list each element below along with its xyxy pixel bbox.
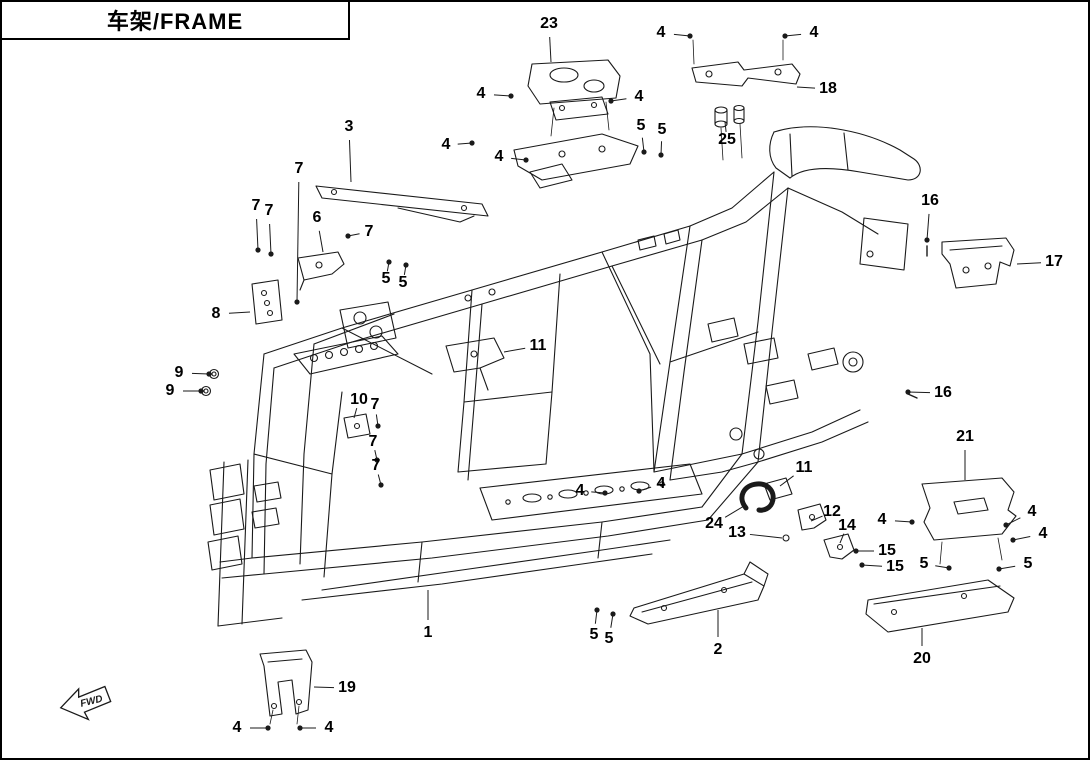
callout-5: 5 <box>1023 555 1033 572</box>
callout-5: 5 <box>919 555 929 572</box>
fwd-label: FWD <box>79 694 104 710</box>
callout-15: 15 <box>878 542 896 559</box>
callout-17: 17 <box>1045 253 1063 270</box>
fwd-arrow-shape <box>59 685 112 721</box>
callout-10: 10 <box>350 391 368 408</box>
callout-9: 9 <box>174 364 184 381</box>
callout-7: 7 <box>294 160 304 177</box>
callout-24: 24 <box>705 515 723 532</box>
callout-4: 4 <box>441 136 451 153</box>
callout-7: 7 <box>370 396 380 413</box>
callout-3: 3 <box>344 118 354 135</box>
fwd-arrow: FWD <box>59 685 112 721</box>
callout-4: 4 <box>1027 503 1037 520</box>
callout-20: 20 <box>913 650 931 667</box>
callout-19: 19 <box>338 679 356 696</box>
callout-5: 5 <box>589 626 599 643</box>
callout-16: 16 <box>934 384 952 401</box>
callout-14: 14 <box>838 517 856 534</box>
callout-23: 23 <box>540 15 558 32</box>
callout-15: 15 <box>886 558 904 575</box>
callout-4: 4 <box>232 719 242 736</box>
callout-8: 8 <box>211 305 221 322</box>
callout-4: 4 <box>324 719 334 736</box>
callout-16: 16 <box>921 192 939 209</box>
callout-12: 12 <box>823 503 841 520</box>
callout-11: 11 <box>795 459 813 476</box>
callout-4: 4 <box>575 482 585 499</box>
callout-4: 4 <box>809 24 819 41</box>
page-title: 车架/FRAME <box>106 9 244 34</box>
callout-4: 4 <box>656 24 666 41</box>
callout-21: 21 <box>956 428 974 445</box>
callout-5: 5 <box>636 117 646 134</box>
callout-13: 13 <box>728 524 746 541</box>
callout-1: 1 <box>423 624 433 641</box>
callout-4: 4 <box>877 511 887 528</box>
callout-18: 18 <box>819 80 837 97</box>
callout-4: 4 <box>494 148 504 165</box>
callout-9: 9 <box>165 382 175 399</box>
callout-4: 4 <box>656 475 666 492</box>
callout-5: 5 <box>604 630 614 647</box>
callout-4: 4 <box>634 88 644 105</box>
callout-25: 25 <box>718 131 736 148</box>
callout-7: 7 <box>251 197 261 214</box>
callout-5: 5 <box>657 121 667 138</box>
callout-6: 6 <box>312 209 322 226</box>
callout-2: 2 <box>713 641 723 658</box>
callout-7: 7 <box>368 433 378 450</box>
title-box: 车架/FRAME <box>2 2 350 40</box>
callout-4: 4 <box>476 85 486 102</box>
callout-11: 11 <box>529 337 547 354</box>
callout-5: 5 <box>381 270 391 287</box>
callout-4: 4 <box>1038 525 1048 542</box>
callout-7: 7 <box>371 457 381 474</box>
callout-7: 7 <box>364 223 374 240</box>
callout-7: 7 <box>264 202 274 219</box>
callout-5: 5 <box>398 274 408 291</box>
